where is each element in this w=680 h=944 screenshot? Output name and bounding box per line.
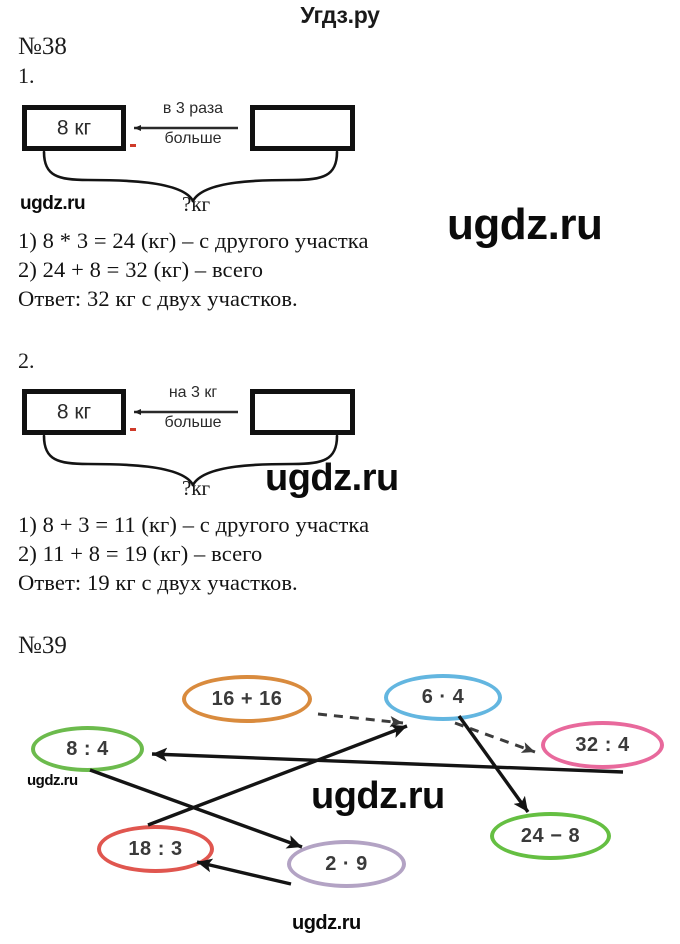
scheme1-red-tick [130, 144, 136, 147]
node-2-times-9-label: 2 · 9 [325, 852, 368, 875]
node-16-plus-16[interactable]: 16 + 16 [182, 675, 312, 723]
scheme2-right-box [250, 389, 355, 435]
arrow-16plus16-to-6times4 [317, 712, 404, 728]
scheme1-left-box-label: 8 кг [56, 116, 92, 140]
task38-part2-solution-line-1: 1) 8 + 3 = 11 (кг) – с другого участка [18, 512, 370, 537]
node-24-minus-8-label: 24 − 8 [520, 824, 581, 847]
part-label-1: 1. [18, 63, 35, 88]
scheme2-relation-line1: на 3 кг [168, 384, 218, 401]
task-number-39: №39 [18, 632, 67, 659]
scheme2-red-tick [130, 428, 136, 431]
arrow-2times9-to-18div3 [196, 858, 292, 886]
task38-part2-solution-line-2: 2) 11 + 8 = 19 (кг) – всего [18, 541, 263, 566]
node-24-minus-8[interactable]: 24 − 8 [490, 812, 611, 860]
watermark-mid-2: ugdz.ru [265, 457, 399, 499]
task38-part2-answer: Ответ: 19 кг с двух участков. [18, 570, 298, 595]
scheme1-relation-line2: больше [164, 130, 222, 147]
site-header-logo: Угдз.ру [300, 2, 380, 28]
node-32-div-4-label: 32 : 4 [575, 733, 630, 756]
watermark-footer: ugdz.ru [292, 912, 361, 934]
scheme1-brace-label: ?кг [182, 192, 211, 216]
task38-part1-answer: Ответ: 32 кг с двух участков. [18, 286, 298, 311]
node-6-times-4[interactable]: 6 · 4 [384, 674, 502, 721]
node-32-div-4[interactable]: 32 : 4 [541, 721, 664, 769]
task38-part1-solution-line-2: 2) 24 + 8 = 32 (кг) – всего [18, 257, 264, 282]
node-8-div-4[interactable]: 8 : 4 [31, 726, 144, 772]
arrow-6times4-to-32div4 [454, 721, 536, 754]
scheme2-left-box-label: 8 кг [56, 400, 92, 424]
node-2-times-9[interactable]: 2 · 9 [287, 840, 406, 888]
scheme2-left-box: 8 кг [22, 389, 126, 435]
task-number-38: №38 [18, 33, 67, 60]
scheme1-relation-line1: в 3 раза [162, 100, 224, 117]
watermark-mid-3: ugdz.ru [311, 775, 445, 817]
scheme2-relation-line2: больше [164, 414, 222, 431]
node-8-div-4-label: 8 : 4 [66, 737, 109, 760]
watermark-left-1: ugdz.ru [20, 193, 86, 214]
arrow-6times4-to-24minus8 [457, 715, 530, 813]
task38-part1-solution-line-1: 1) 8 * 3 = 24 (кг) – с другого участка [18, 228, 369, 253]
node-18-div-3-label: 18 : 3 [128, 837, 183, 860]
part-label-2: 2. [18, 348, 35, 373]
watermark-right-1: ugdz.ru [447, 200, 603, 249]
scheme2-brace-label: ?кг [182, 476, 211, 500]
watermark-left-2: ugdz.ru [27, 772, 78, 789]
node-18-div-3[interactable]: 18 : 3 [97, 825, 214, 873]
scheme1-right-box [250, 105, 355, 151]
node-6-times-4-label: 6 · 4 [421, 686, 465, 708]
scheme1-left-box: 8 кг [22, 105, 126, 151]
node-16-plus-16-label: 16 + 16 [211, 687, 283, 710]
